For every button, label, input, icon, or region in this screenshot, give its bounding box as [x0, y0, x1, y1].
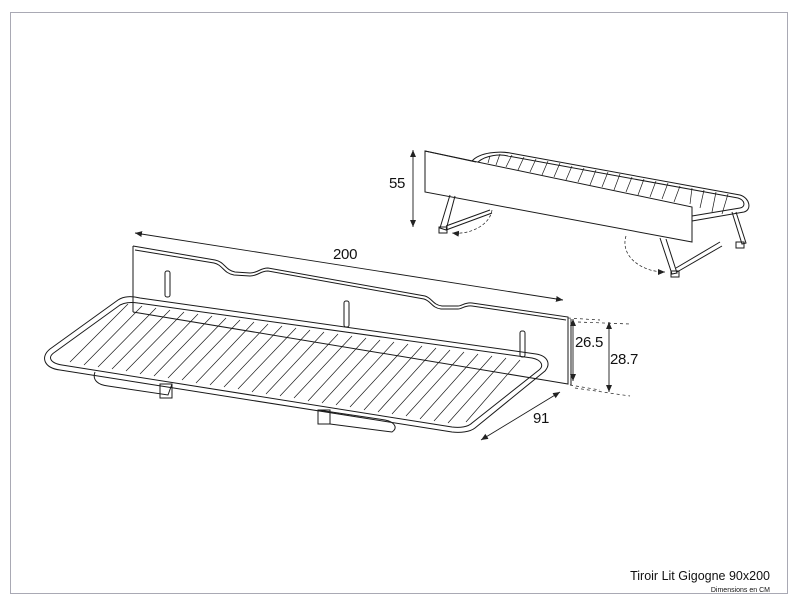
panel-height-label: 26.5	[575, 334, 603, 351]
drawing-title: Tiroir Lit Gigogne 90x200	[630, 569, 770, 583]
total-height-label: 28.7	[610, 351, 638, 368]
stored-trundle-view	[44, 231, 631, 441]
drawing-frame	[10, 12, 788, 594]
length-label: 200	[333, 246, 358, 263]
drawing-subtitle: Dimensions en CM	[710, 587, 770, 594]
raised-height-label: 55	[389, 175, 406, 192]
depth-label: 91	[533, 410, 550, 427]
raised-trundle-view	[410, 150, 750, 278]
